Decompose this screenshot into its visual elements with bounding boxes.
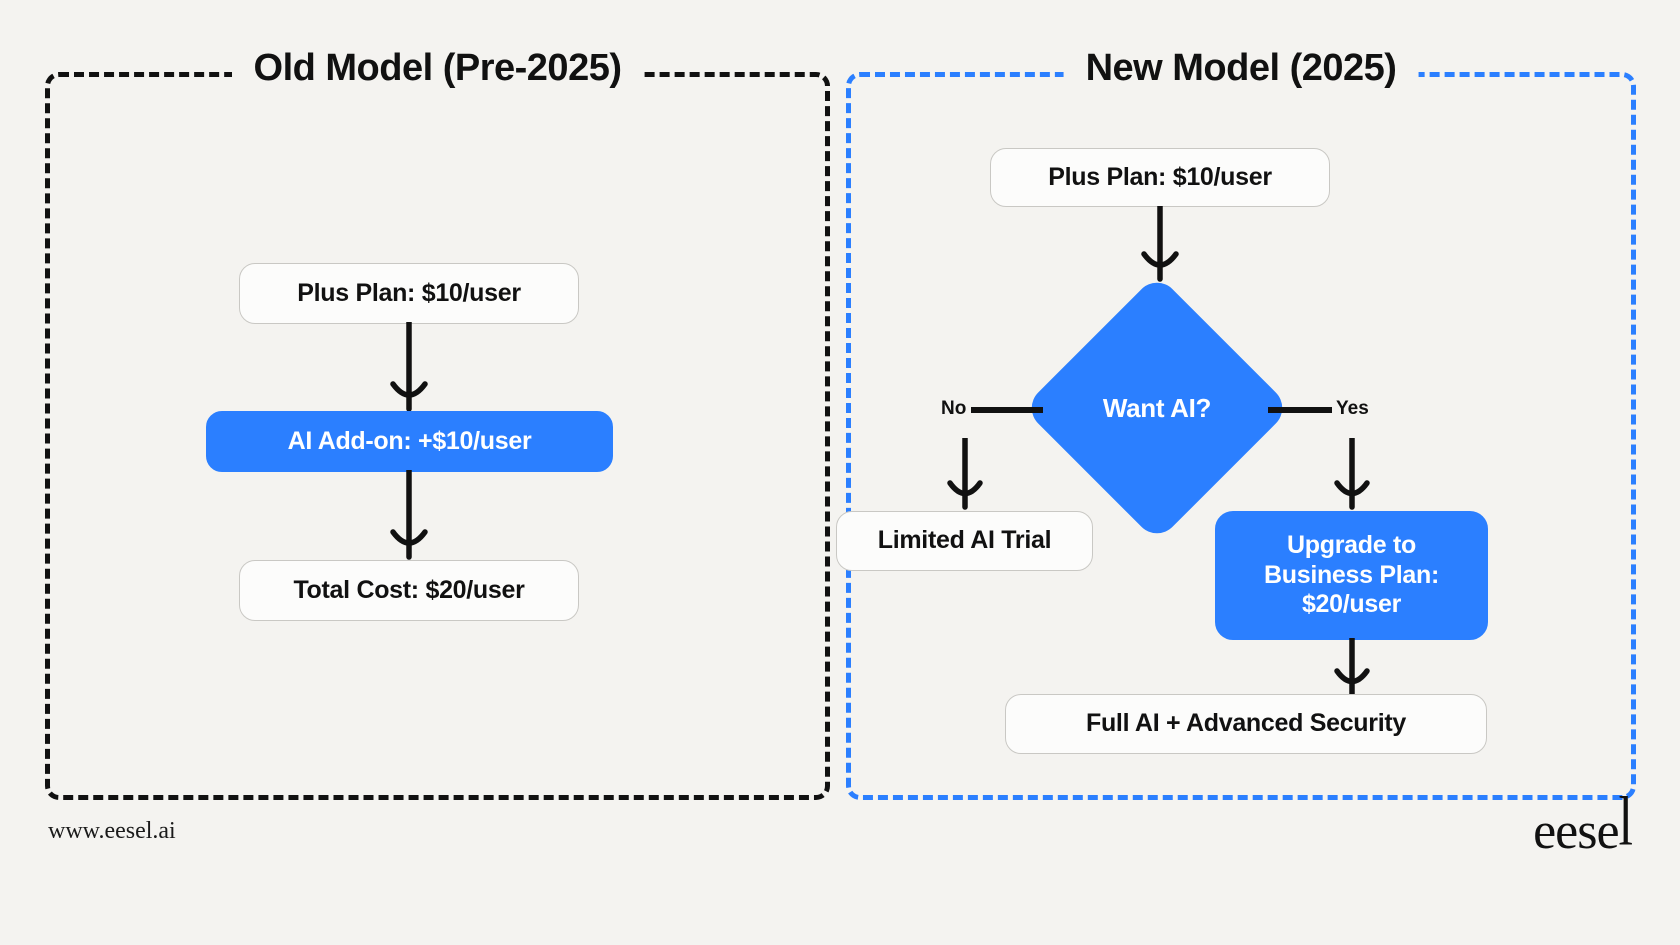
footer-website-url[interactable]: www.eesel.ai: [48, 818, 176, 844]
node-old-ai-addon[interactable]: AI Add-on: +$10/user: [206, 411, 613, 472]
node-old-total-cost[interactable]: Total Cost: $20/user: [239, 560, 579, 621]
node-limited-ai-trial[interactable]: Limited AI Trial: [836, 511, 1093, 571]
node-limited-ai-trial-label: Limited AI Trial: [877, 526, 1052, 555]
panel-old-model-title: Old Model (Pre-2025): [231, 47, 644, 90]
connector-no-to-trial: [947, 438, 983, 510]
node-decision-want-ai[interactable]: Want AI?: [1022, 273, 1292, 543]
connector-decision-yes-stub: [1268, 407, 1332, 413]
connector-upgrade-to-full: [1334, 638, 1370, 698]
node-old-plus-plan-label: Plus Plan: $10/user: [297, 278, 521, 307]
eesel-logo: eesel: [1533, 787, 1633, 860]
panel-new-model-title: New Model (2025): [1063, 47, 1419, 90]
connector-new-plus-to-decision: [1141, 206, 1179, 282]
node-upgrade-business-plan[interactable]: Upgrade to Business Plan: $20/user: [1215, 511, 1488, 640]
node-decision-want-ai-label: Want AI?: [1102, 392, 1212, 423]
node-full-ai-advanced-security[interactable]: Full AI + Advanced Security: [1005, 694, 1487, 754]
node-new-plus-plan[interactable]: Plus Plan: $10/user: [990, 148, 1330, 207]
node-upgrade-line-1: Upgrade to: [1287, 531, 1416, 560]
panel-old-model: Old Model (Pre-2025): [45, 47, 830, 800]
node-new-plus-plan-label: Plus Plan: $10/user: [1048, 162, 1272, 191]
connector-old-plus-to-addon: [390, 322, 428, 412]
connector-decision-no-stub: [971, 407, 1043, 413]
node-old-total-cost-label: Total Cost: $20/user: [293, 575, 525, 604]
panel-new-model: New Model (2025): [846, 47, 1636, 800]
connector-yes-to-upgrade: [1334, 438, 1370, 510]
node-full-ai-advanced-security-label: Full AI + Advanced Security: [1085, 709, 1406, 738]
edge-label-yes: Yes: [1336, 398, 1369, 419]
connector-old-addon-to-total: [390, 470, 428, 560]
node-old-ai-addon-label: AI Add-on: +$10/user: [287, 426, 532, 455]
node-old-plus-plan[interactable]: Plus Plan: $10/user: [239, 263, 579, 324]
edge-label-no: No: [941, 398, 967, 419]
node-upgrade-line-2: Business Plan:: [1263, 560, 1440, 589]
eesel-logo-tail: l: [1618, 783, 1633, 861]
eesel-logo-main: eese: [1533, 803, 1619, 860]
node-upgrade-line-3: $20/user: [1301, 590, 1402, 619]
